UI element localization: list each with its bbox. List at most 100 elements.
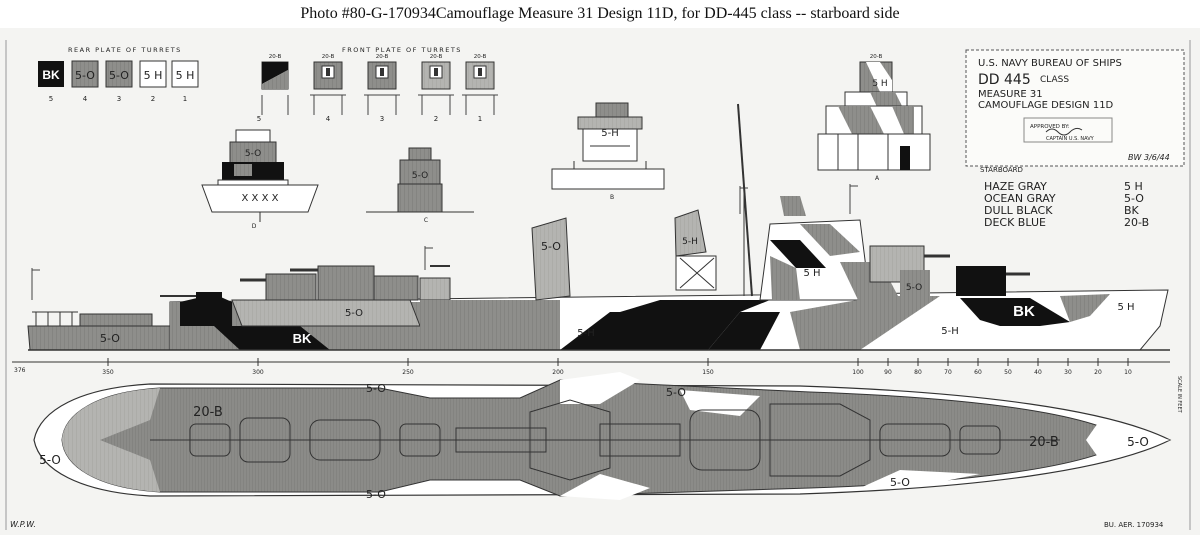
- ship-profile-starboard: 5-O BK 5-O 5-O BK 5-H 5-H: [27, 103, 1170, 351]
- profile-label-hull-mid: 5-H: [577, 328, 595, 339]
- rear-plate-of-turrets: REAR PLATE OF TURRETS BK 5-O 5-O 5 H 5 H…: [38, 46, 199, 103]
- rear-plate-box-5-label: BK: [42, 68, 60, 82]
- scale-left-label: 376: [14, 367, 26, 374]
- scale-tick-label: 40: [1034, 369, 1042, 376]
- rear-plate-number: 1: [183, 95, 187, 103]
- section-a-view: 20-B 5 H A: [817, 54, 931, 182]
- rear-plate-heading: REAR PLATE OF TURRETS: [68, 46, 182, 54]
- plan-label-deck-aft: 20-B: [193, 405, 223, 420]
- profile-label-bow: 5 H: [1117, 302, 1134, 313]
- front-plate-heading: FRONT PLATE OF TURRETS: [342, 46, 462, 54]
- scale-tick-label: 20: [1094, 369, 1102, 376]
- scale-tick-label: 60: [974, 369, 982, 376]
- approval-stamp-title: CAPTAIN U.S. NAVY: [1046, 136, 1095, 142]
- title-measure: MEASURE 31: [978, 89, 1043, 100]
- scale-tick-label: 100: [852, 369, 864, 376]
- scale-tick-label: 200: [552, 369, 564, 376]
- camouflage-drawing-sheet: REAR PLATE OF TURRETS BK 5-O 5-O 5 H 5 H…: [0, 28, 1200, 535]
- rear-plate-box-4-label: 5-O: [75, 69, 95, 82]
- approval-date: BW 3/6/44: [1128, 153, 1170, 162]
- rear-plate-box-3: [105, 60, 133, 88]
- front-plate-of-turrets: FRONT PLATE OF TURRETS 20-B 20-B 20-B 20…: [257, 46, 498, 123]
- title-design: CAMOUFLAGE DESIGN 11D: [978, 100, 1114, 111]
- rear-plate-box-2: [139, 60, 167, 88]
- footer-initials: W.P.W.: [10, 520, 36, 529]
- profile-label-hull-fwd: 5-H: [941, 326, 959, 337]
- plan-label-top-mid: 5-O: [666, 386, 686, 399]
- ship-plan-view: 5-O 5-O 20-B 5-O 5-O 5-O 20-B 5-O: [33, 372, 1172, 501]
- scale-tick-label: 250: [402, 369, 414, 376]
- title-class-word: CLASS: [1040, 75, 1069, 85]
- legend-code-deck-blue: 20-B: [1124, 216, 1149, 229]
- rear-plate-number: 2: [151, 95, 155, 103]
- plan-label-stern: 5-O: [39, 453, 61, 467]
- front-plate-number: 3: [380, 115, 384, 123]
- front-plate-number: 4: [326, 115, 331, 123]
- legend-name-deck-blue: DECK BLUE: [984, 216, 1046, 229]
- profile-label-bk-fwd: BK: [1013, 303, 1035, 320]
- scale-tick-label: 350: [102, 369, 114, 376]
- title-block: U.S. NAVY BUREAU OF SHIPS DD 445 CLASS M…: [965, 49, 1185, 174]
- section-d-marks: X X X X: [242, 193, 279, 204]
- rear-plate-number: 3: [117, 95, 121, 103]
- rear-plate-box-4: [71, 60, 99, 88]
- legend-name-haze-gray: HAZE GRAY: [984, 180, 1047, 193]
- legend-code-haze-gray: 5 H: [1124, 180, 1143, 193]
- plan-label-top-aft: 5-O: [366, 382, 386, 395]
- scale-tick-label: 150: [702, 369, 714, 376]
- photo-caption: Photo # 80-G-170934 Camouflage Measure 3…: [0, 0, 1200, 28]
- section-d-label: D: [252, 223, 257, 230]
- caption-title: Camouflage Measure 31 Design 11D, for DD…: [435, 5, 900, 22]
- scale-tick-label: 50: [1004, 369, 1012, 376]
- legend-code-dull-black: BK: [1124, 204, 1140, 217]
- front-plate-tag: 20-B: [322, 54, 335, 60]
- front-plate-number: 1: [478, 115, 482, 123]
- front-plate-number: 2: [434, 115, 438, 123]
- section-a-tag: 20-B: [870, 54, 883, 60]
- front-plate-tag: 20-B: [269, 54, 282, 60]
- front-plate-turret-1: 20-B: [465, 54, 495, 115]
- front-plate-tag: 20-B: [376, 54, 389, 60]
- section-b-code: 5-H: [601, 128, 619, 139]
- camouflage-drawing: REAR PLATE OF TURRETS BK 5-O 5-O 5 H 5 H…: [5, 40, 1191, 530]
- caption-photo-prefix: Photo #: [300, 5, 350, 22]
- section-a-label: A: [875, 175, 880, 182]
- scale-ticks: 350 300 250 200 150 100 90 80 70 60 50 40 30 20 10: [102, 358, 1132, 376]
- front-plate-tag: 20-B: [474, 54, 487, 60]
- plan-label-bottom-mid: 5-O: [890, 476, 910, 489]
- profile-label-turret-fwd: 5-O: [906, 283, 922, 293]
- profile-label-super-fwd: 5 H: [803, 268, 820, 279]
- front-plate-tag: 20-B: [430, 54, 443, 60]
- scale-tick-label: 10: [1124, 369, 1132, 376]
- profile-label-stack: 5-O: [541, 240, 561, 253]
- scale-in-feet: 376 350 300 250 200 150 100 90 80 70 60 50 40 30 20 10…: [12, 358, 1182, 414]
- profile-label-bk-aft: BK: [293, 331, 312, 346]
- rear-plate-box-3-label: 5-O: [109, 69, 129, 82]
- section-c-label: C: [424, 217, 428, 224]
- profile-label-hull-aft: 5-O: [100, 332, 120, 345]
- section-d-code: 5-O: [245, 149, 261, 159]
- plan-label-deck-fwd: 20-B: [1029, 435, 1059, 450]
- scale-tick-label: 90: [884, 369, 892, 376]
- title-hull-class-number: DD 445: [978, 72, 1031, 88]
- section-b-label: B: [610, 194, 614, 201]
- title-line1: U.S. NAVY BUREAU OF SHIPS: [978, 58, 1122, 69]
- paint-legend: HAZE GRAY 5 H OCEAN GRAY 5-O DULL BLACK …: [984, 180, 1149, 229]
- rear-plate-box-5: [38, 61, 64, 87]
- rear-plate-box-2-label: 5 H: [144, 69, 163, 82]
- scale-tick-label: 300: [252, 369, 264, 376]
- front-plate-number: 5: [257, 115, 261, 123]
- scale-tick-label: 80: [914, 369, 922, 376]
- plan-label-bottom-aft: 5-O: [366, 488, 386, 501]
- rear-plate-box-1-label: 5 H: [176, 69, 195, 82]
- legend-name-ocean-gray: OCEAN GRAY: [984, 192, 1056, 205]
- approval-signature: [1045, 127, 1083, 136]
- front-plate-turret-3: 20-B: [367, 54, 397, 115]
- plan-label-bow: 5-O: [1127, 435, 1149, 449]
- scale-tick-label: 30: [1064, 369, 1072, 376]
- profile-label-super-aft: 5-O: [345, 308, 363, 319]
- scale-tick-label: 70: [944, 369, 952, 376]
- front-plate-turret-4: 20-B: [313, 54, 343, 115]
- caption-photo-number: 80-G-170934: [349, 5, 436, 22]
- section-d-view: 5-O X X X X D: [201, 129, 319, 230]
